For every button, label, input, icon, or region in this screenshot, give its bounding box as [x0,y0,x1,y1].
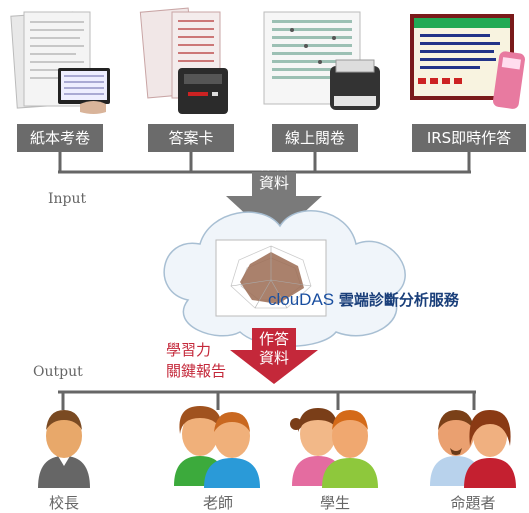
cloud-service-name: 雲端診斷分析服務 [338,292,459,309]
report-line2: 關鍵報告 [166,362,227,380]
bottom-arrow-text: 作答 資料 [248,330,300,368]
answer-card-icon [139,7,228,114]
item-writer-avatar [430,410,516,488]
role-teacher: 老師 [202,494,233,512]
bottom-arrow-line1: 作答 [258,330,289,348]
role-student: 學生 [319,494,350,512]
irs-image [408,8,526,120]
bottom-arrow-line2: 資料 [258,349,289,367]
teacher-avatar [174,406,260,488]
input-label-paper: 紙本考卷 [17,124,103,152]
top-arrow-line1: 作答 [258,155,289,173]
report-text: 學習力 關鍵報告 [166,340,226,382]
input-label-irs: IRS即時作答 [412,124,526,152]
paper-exam-image [10,8,115,120]
online-grading-image [262,8,384,120]
role-item-writer: 命題者 [450,494,496,512]
input-label-answer-card: 答案卡 [148,124,234,152]
cloud-brand: clouDAS 雲端診斷分析服務 [268,289,459,310]
top-arrow-line2: 資料 [258,174,289,192]
radar-chart-thumbnail [215,239,327,317]
principal-avatar [38,410,90,488]
output-down-arrow [230,328,318,384]
input-label: Input [48,191,87,207]
student-avatar [290,408,378,488]
answer-card-image [138,7,238,120]
report-line1: 學習力 [166,341,212,359]
input-label-online: 線上閱卷 [272,124,358,152]
cloud-brand-name: clouDAS [268,290,335,309]
top-arrow-text: 作答 資料 [248,155,300,193]
paper-exam-icon [10,11,110,114]
output-label: Output [33,364,83,380]
input-down-arrow [226,172,322,240]
role-principal: 校長 [48,494,79,512]
online-grading-icon [263,11,380,110]
irs-response-icon [410,14,525,109]
